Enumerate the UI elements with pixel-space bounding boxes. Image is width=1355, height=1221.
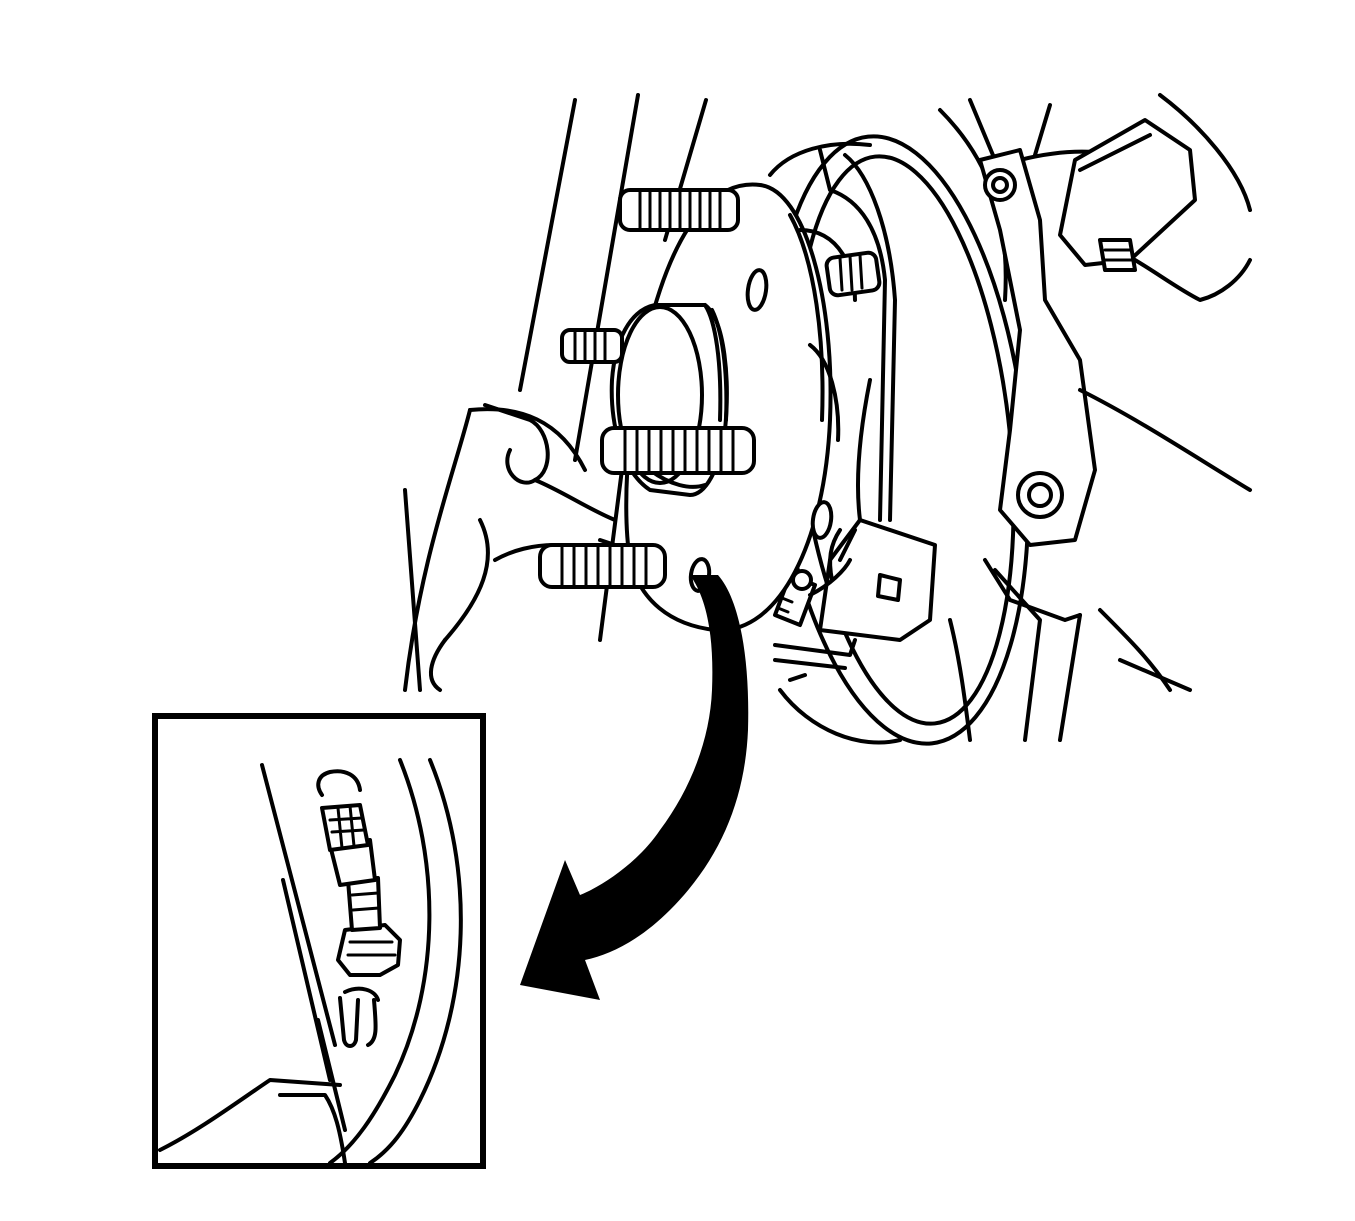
callout-arrow (520, 575, 749, 1000)
tie-rod-end (1058, 118, 1252, 302)
wheel-stud (538, 543, 667, 589)
detail-inset (152, 713, 486, 1169)
wheel-stud (824, 250, 882, 298)
wheel-studs (538, 188, 882, 589)
wheel-stud (560, 328, 624, 364)
strut-mount (938, 93, 1252, 742)
brake-line-fitting-main (773, 558, 857, 682)
main-view (403, 93, 1252, 746)
brake-line-fitting-detail (316, 769, 402, 977)
wheel-stud (618, 188, 740, 232)
brake-shoe (818, 378, 937, 642)
wheel-stud (600, 426, 756, 475)
